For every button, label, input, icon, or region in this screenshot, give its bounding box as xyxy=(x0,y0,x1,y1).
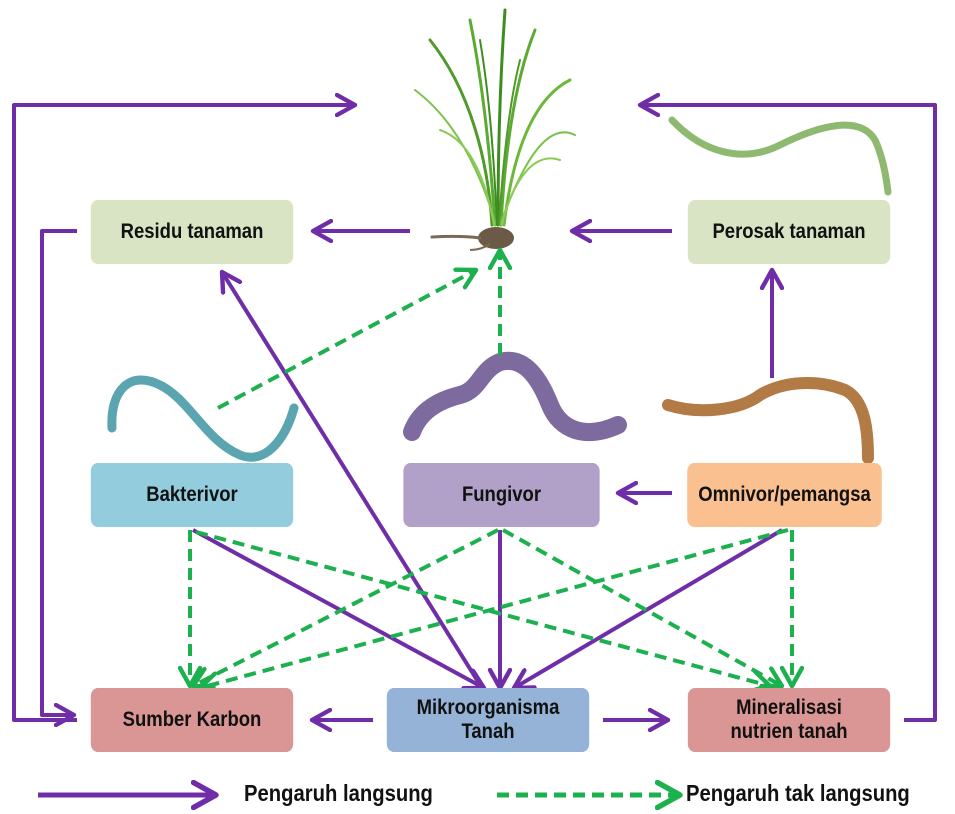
indirect-arrow-bakterivor-to-plant xyxy=(217,270,476,410)
plant-parasitic-nematode-icon xyxy=(668,116,892,196)
direct-arrow-mikro-to-residu xyxy=(222,272,484,690)
mikroorganisma-label-line1: Mikroorganisma xyxy=(416,695,560,719)
residu-tanaman-label: Residu tanaman xyxy=(120,219,264,243)
omnivore-nematode-icon xyxy=(662,377,874,464)
fungivore-nematode-icon xyxy=(403,351,627,442)
direct-arrow-mineral-to-plant xyxy=(640,105,937,722)
omnivor-pemangsa-box: Omnivor/pemangsa xyxy=(687,463,882,527)
mineralisasi-nutrien-box: Mineralisasi nutrien tanah xyxy=(687,688,891,752)
indirect-arrow-fungivor-to-karbon xyxy=(193,528,499,686)
bakterivor-label: Bakterivor xyxy=(146,482,238,506)
legend-direct-label: Pengaruh langsung xyxy=(244,780,433,806)
direct-arrow-omnivor-to-mikro xyxy=(514,528,784,688)
indirect-arrow-fungivor-to-mineral xyxy=(502,528,782,686)
legend-indirect-label: Pengaruh tak langsung xyxy=(686,780,910,806)
mineralisasi-label-line2: nutrien tanah xyxy=(730,720,848,743)
omnivor-pemangsa-label: Omnivor/pemangsa xyxy=(698,482,871,506)
sumber-karbon-label: Sumber Karbon xyxy=(122,707,262,731)
direct-arrow-residu-to-karbon xyxy=(40,229,77,715)
bacterivore-nematode-icon xyxy=(107,375,299,462)
rice-plant-icon xyxy=(414,8,576,251)
mikroorganisma-label-line2: Tanah xyxy=(461,720,515,743)
mineralisasi-label-line1: Mineralisasi xyxy=(736,695,842,719)
fungivor-box: Fungivor xyxy=(403,463,600,527)
indirect-arrow-omnivor-to-karbon xyxy=(200,528,789,688)
fungivor-label: Fungivor xyxy=(461,482,542,506)
direct-arrow-bakterivor-to-mikro xyxy=(192,528,484,688)
sumber-karbon-box: Sumber Karbon xyxy=(90,688,294,752)
mikroorganisma-tanah-box: Mikroorganisma Tanah xyxy=(386,688,590,752)
perosak-tanaman-box: Perosak tanaman xyxy=(687,200,891,264)
indirect-arrow-bakterivor-to-mineral xyxy=(195,530,770,686)
perosak-tanaman-label: Perosak tanaman xyxy=(712,219,866,243)
direct-arrow-karbon-to-plant xyxy=(12,105,355,722)
residu-tanaman-box: Residu tanaman xyxy=(90,200,294,264)
bakterivor-box: Bakterivor xyxy=(90,463,294,527)
